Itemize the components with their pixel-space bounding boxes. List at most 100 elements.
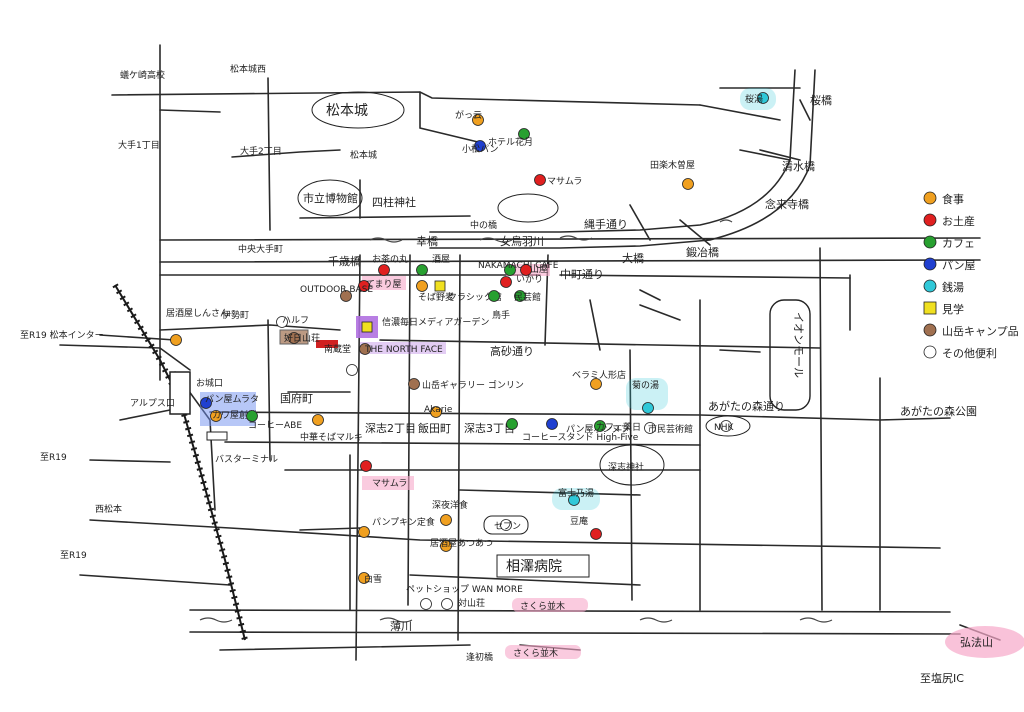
place-dot[interactable] (359, 343, 371, 355)
place-dot[interactable] (682, 178, 694, 190)
place-marker[interactable]: カワ屋創業 (210, 409, 258, 422)
place-marker[interactable]: 対山荘 (441, 597, 486, 610)
legend-swatch (923, 323, 937, 337)
place-marker[interactable]: 小松パン (462, 140, 498, 156)
place-marker[interactable]: マサムラ (534, 174, 583, 188)
place-dot[interactable] (488, 290, 500, 302)
place-label: 鳥手 (492, 309, 510, 321)
place-dot[interactable] (590, 528, 602, 540)
place-dot[interactable] (358, 572, 370, 584)
place-label: カフェ薬日 (596, 421, 641, 433)
place-dot[interactable] (358, 526, 370, 538)
place-marker[interactable]: 桜湯 (745, 92, 769, 106)
place-dot[interactable] (472, 114, 484, 126)
place-dot[interactable] (246, 410, 258, 422)
place-dot[interactable] (170, 334, 182, 346)
place-marker[interactable]: セブン (494, 519, 521, 533)
place-dot[interactable] (594, 420, 606, 432)
place-marker[interactable]: OUTDOOR BASE (300, 285, 373, 302)
place-dot[interactable] (534, 174, 546, 186)
place-dot[interactable] (340, 290, 352, 302)
place-marker[interactable]: そば野麦 (416, 280, 455, 304)
place-marker[interactable]: 民芸館 (514, 290, 541, 304)
place-marker[interactable]: 田楽木曽屋 (650, 159, 695, 190)
place-marker[interactable]: THE NORTH FACE (359, 343, 443, 356)
place-marker[interactable]: いかり (500, 274, 544, 288)
place-dot[interactable] (546, 418, 558, 430)
area-labels: 松本城 市立博物館 イオンモール あがたの森公園 相澤病院 弘法山 さくら並木 … (20, 63, 1024, 685)
place-marker[interactable]: 市民芸術館 (644, 422, 694, 436)
place-dot[interactable] (358, 280, 370, 292)
place-marker[interactable]: てまり屋 (358, 279, 402, 292)
place-marker[interactable]: コーヒースタンド High-Five (506, 418, 639, 444)
place-dot[interactable] (757, 92, 769, 104)
place-marker[interactable]: 白雪 (358, 572, 383, 586)
place-dot[interactable] (720, 420, 732, 432)
place-marker[interactable]: 南蔵堂 (324, 343, 358, 376)
place-dot[interactable] (504, 264, 516, 276)
place-dot[interactable] (312, 414, 324, 426)
place-marker[interactable]: 鳥手 (488, 290, 511, 322)
place-dot[interactable] (441, 598, 453, 610)
place-dot[interactable] (360, 460, 372, 472)
place-marker[interactable]: 信濃毎日メディアガーデン (361, 316, 489, 333)
place-marker[interactable]: 好日山荘 (284, 332, 320, 344)
place-marker[interactable]: NAKAMACHI CAFE (478, 261, 559, 276)
place-dot[interactable] (520, 264, 532, 276)
place-marker[interactable]: 豆庵 (570, 515, 602, 540)
place-label: NHK (714, 423, 735, 433)
place-marker[interactable]: NHK (714, 420, 735, 434)
place-dot[interactable] (440, 514, 452, 526)
place-dot[interactable] (408, 378, 420, 390)
place-dot[interactable] (642, 402, 654, 414)
place-marker[interactable]: コーヒーABE (246, 410, 303, 432)
place-dot[interactable] (416, 264, 428, 276)
place-dot[interactable] (420, 598, 432, 610)
place-dot[interactable] (518, 128, 530, 140)
place-marker[interactable]: クラシック館 (434, 280, 502, 303)
place-dot[interactable] (276, 316, 288, 328)
place-marker[interactable]: 居酒屋あつあつ (430, 538, 493, 552)
place-dot[interactable] (430, 406, 442, 418)
bath-highlight-kiku (626, 378, 668, 410)
place-marker[interactable]: 菊の湯 (632, 380, 659, 414)
place-dot[interactable] (500, 519, 512, 531)
place-dot[interactable] (644, 422, 656, 434)
place-marker[interactable]: 山岳ギャラリー ゴンリン (408, 378, 524, 392)
place-marker[interactable]: 深夜洋食 (432, 499, 468, 526)
place-dot[interactable] (474, 140, 486, 152)
place-dot[interactable] (514, 290, 526, 302)
place-dot[interactable] (590, 378, 602, 390)
place-marker[interactable]: 中華そばマルキ (300, 414, 363, 444)
place-dot[interactable] (416, 280, 428, 292)
place-dot[interactable] (568, 494, 580, 506)
place-dot[interactable] (361, 321, 373, 333)
place-marker[interactable]: パン屋ムラタ (200, 394, 260, 409)
place-marker[interactable]: ベラミ人形店 (572, 369, 626, 390)
place-dot[interactable] (506, 418, 518, 430)
place-marker[interactable]: がっ云 (455, 109, 484, 126)
place-marker[interactable]: 居酒屋しんさん (166, 308, 229, 346)
place-dot[interactable] (210, 410, 222, 422)
place-marker[interactable]: ホテル花月 (488, 128, 533, 149)
place-marker[interactable]: パンプキン定食 (358, 516, 435, 538)
place-dot[interactable] (200, 397, 212, 409)
place-marker[interactable]: 酒屋 (416, 254, 451, 276)
place-dot[interactable] (500, 276, 512, 288)
place-marker[interactable]: ペットショップ WAN MORE (406, 584, 523, 610)
place-dot[interactable] (378, 264, 390, 276)
place-marker[interactable]: 山屋 (520, 264, 549, 276)
place-marker[interactable]: お茶の丸 (372, 253, 408, 276)
place-dot[interactable] (434, 280, 446, 292)
fukashi3-label: 深志3丁目 (464, 422, 515, 435)
legend-swatch (923, 235, 937, 249)
place-marker[interactable]: ハルフ (276, 316, 310, 328)
place-marker[interactable]: カフェ薬日 (594, 420, 642, 434)
place-marker[interactable]: マサムラ (360, 460, 408, 490)
place-marker[interactable]: 富士乃湯 (558, 487, 594, 506)
place-dot[interactable] (346, 364, 358, 376)
place-dot[interactable] (440, 540, 452, 552)
place-marker[interactable]: Akarie (424, 405, 453, 418)
legend-label: その他便利 (942, 347, 997, 360)
place-dot[interactable] (288, 332, 300, 344)
